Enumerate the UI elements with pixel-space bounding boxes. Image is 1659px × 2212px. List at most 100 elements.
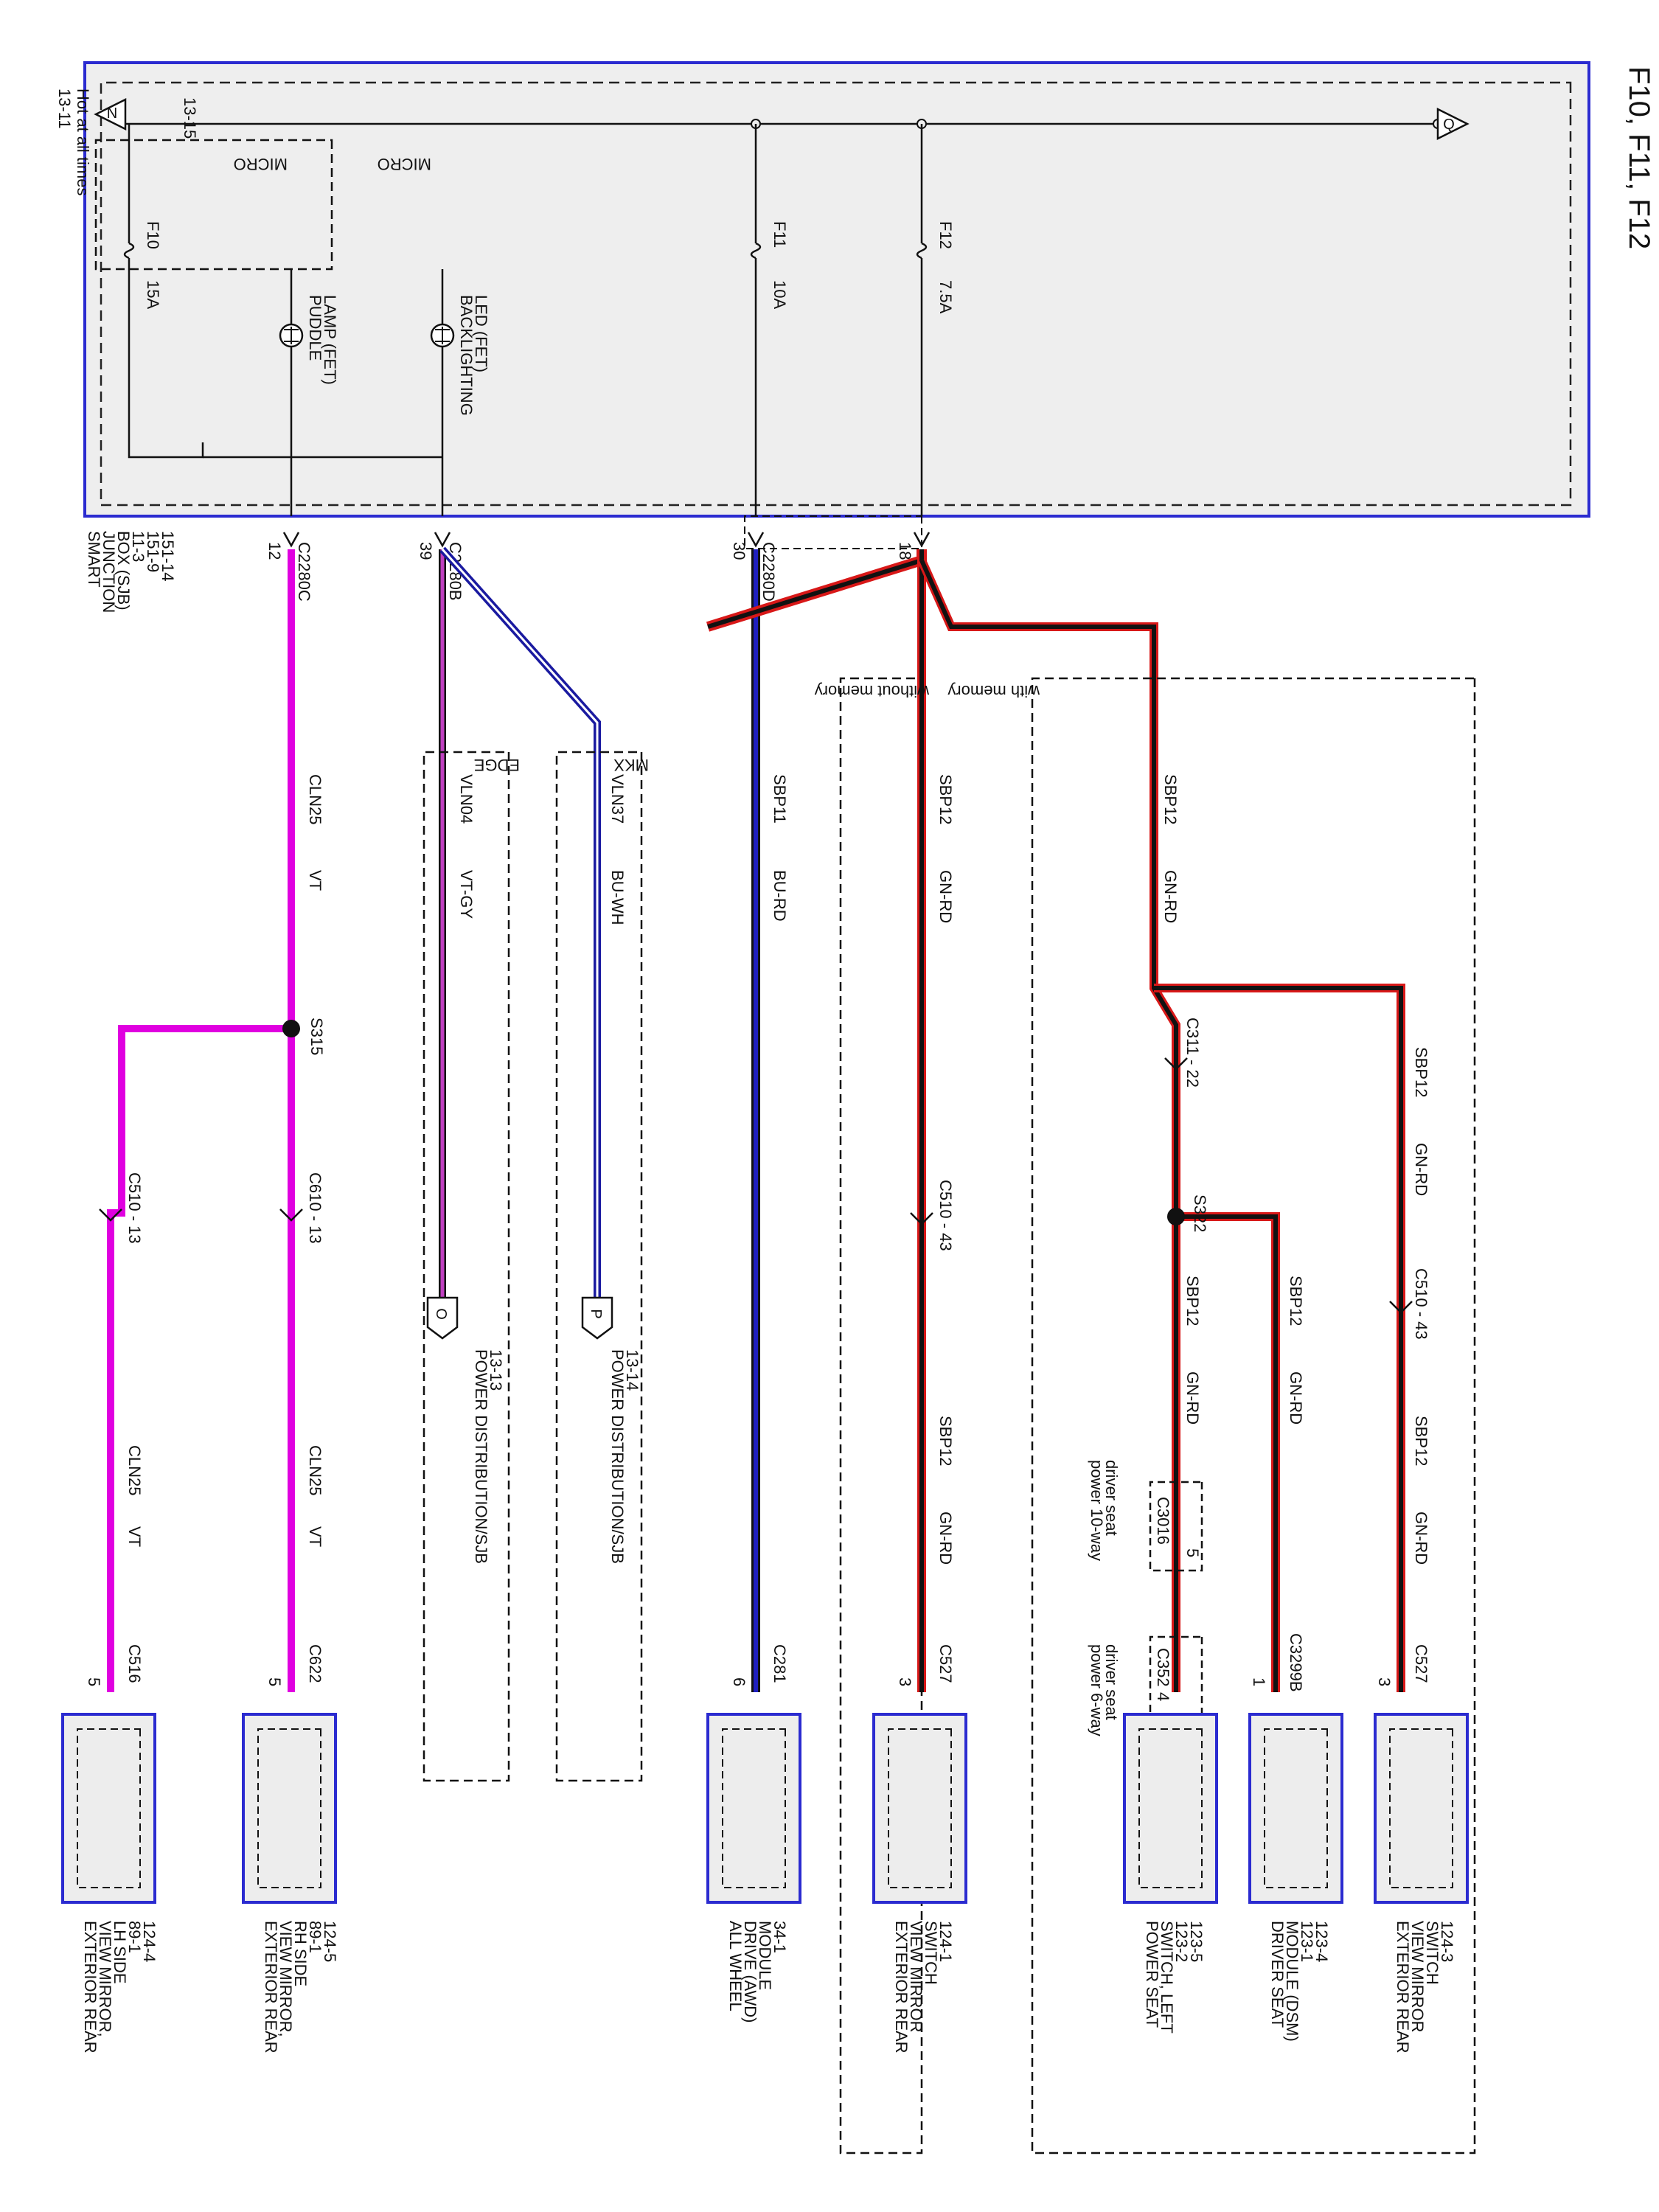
c610-13-label: C610 - 13 [306, 1172, 324, 1244]
c352-box [1149, 1635, 1203, 1727]
edge-label: EDGE [474, 756, 520, 774]
fuse-f11-name: F11 [771, 221, 789, 248]
with-memory-label: with memory [947, 682, 1040, 700]
c3299b-pin: 1 [1250, 1677, 1268, 1686]
fuse-f12-icon [916, 242, 928, 260]
page-title: F10, F11, F12 [1623, 66, 1655, 249]
puddle-lamp-label-1: PUDDLE [306, 295, 324, 361]
wire-sbp12-wo-2-label-2: GN-RD [936, 1512, 955, 1565]
ref-q-page: 13-15 [181, 97, 199, 139]
svg-text:EXTERIOR REAR: EXTERIOR REAR [892, 1921, 911, 2053]
svg-text:123-5: 123-5 [1187, 1921, 1206, 1962]
svg-text:SWITCH: SWITCH [922, 1921, 940, 1985]
c2280d-arrow-icon [747, 532, 765, 548]
svg-text:124-5: 124-5 [321, 1921, 339, 1962]
wire-cln25-main-label-2: VT [306, 870, 324, 891]
svg-text:11-3: 11-3 [129, 531, 147, 562]
svg-text:LH SIDE: LH SIDE [111, 1921, 129, 1984]
with-memory-box [1031, 677, 1476, 2154]
svg-text:VIEW MIRROR: VIEW MIRROR [1408, 1921, 1427, 2033]
fuse-f11-rating: 10A [771, 280, 789, 309]
wire-sbp12-with-memory [917, 558, 1405, 1692]
without-memory-label: without memory [815, 682, 930, 700]
wire-sbp11-label-1: SBP11 [771, 774, 789, 824]
mirror-lh-box [61, 1713, 156, 1904]
wire-cln25-lh-label-1: CLN25 [125, 1445, 144, 1495]
c527-pin-b: 3 [1375, 1677, 1394, 1686]
wire-sbp12-wm-5-label-1: SBP12 [1412, 1416, 1430, 1467]
svg-text:BOX (SJB): BOX (SJB) [114, 531, 133, 611]
ref-p-label: POWER DISTRIBUTION/SJB [608, 1349, 627, 1564]
fuse-f12-name: F12 [936, 221, 955, 249]
svg-text:VIEW MIRROR,: VIEW MIRROR, [276, 1921, 295, 2037]
mirror-switch-3-box [1374, 1713, 1469, 1904]
wire-vln04-label-1: VLN04 [457, 774, 476, 824]
svg-text:VIEW MIRROR: VIEW MIRROR [907, 1921, 925, 2033]
svg-text:P: P [588, 1309, 604, 1318]
awd-box [706, 1713, 801, 1904]
wire-sbp12-wm-2-label-2: GN-RD [1412, 1143, 1430, 1196]
backlighting-label-1: BACKLIGHTING [457, 295, 476, 416]
wire-cln25-rh-label-1: CLN25 [306, 1445, 324, 1495]
svg-text:89-1: 89-1 [125, 1921, 144, 1953]
smart-junction-box: N Hot at all times 13-11 Q 13-15 F10 15A… [55, 61, 1590, 518]
c516-pin: 5 [85, 1677, 103, 1686]
svg-text:MODULE: MODULE [756, 1921, 774, 1990]
wire-sbp12-wm-1-label-2: GN-RD [1161, 870, 1180, 923]
diagram-layer: F10, F11, F12 N Hot at all times 13-11 Q… [0, 61, 1655, 2154]
wire-sbp12-wm-5-label-2: GN-RD [1412, 1512, 1430, 1565]
svg-text:89-1: 89-1 [306, 1921, 324, 1953]
c3016-box [1149, 1481, 1203, 1572]
edge-option-box [422, 751, 510, 1782]
ref-n-page: 13-11 [55, 88, 74, 129]
s315-label: S315 [307, 1018, 326, 1055]
c311-22-arrow-icon [1164, 1057, 1188, 1071]
svg-text:EXTERIOR REAR: EXTERIOR REAR [81, 1921, 100, 2053]
svg-text:VIEW MIRROR,: VIEW MIRROR, [96, 1921, 114, 2037]
power-10way-label-2: driver seat [1102, 1460, 1121, 1536]
svg-text:EXTERIOR REAR: EXTERIOR REAR [262, 1921, 280, 2053]
wire-sbp12-wm-4-label-2: GN-RD [1287, 1371, 1305, 1425]
wire-vln37-label-1: VLN37 [608, 774, 627, 824]
fuse-f10-icon [123, 242, 135, 260]
c622-pin: 5 [265, 1677, 284, 1686]
svg-text:124-1: 124-1 [936, 1921, 955, 1962]
mirror-rh-box [242, 1713, 337, 1904]
wire-cln25-main-label-1: CLN25 [306, 774, 324, 824]
c352-pin: 4 [1154, 1692, 1172, 1701]
without-memory-box [839, 677, 923, 2154]
svg-text:DRIVE (AWD): DRIVE (AWD) [741, 1921, 759, 2023]
ref-o-label: POWER DISTRIBUTION/SJB [472, 1349, 490, 1564]
c3299b-label: C3299B [1287, 1633, 1305, 1692]
pin-18-label: 18 [896, 542, 914, 560]
fuse-f11-icon [750, 242, 762, 260]
c527-label-a: C527 [936, 1644, 955, 1683]
micro-label-1: MICRO [234, 155, 288, 173]
c2280b-arrow-icon [434, 532, 451, 548]
ref-p-icon: P [581, 1296, 613, 1340]
fuse-f12-rating: 7.5A [936, 280, 955, 314]
wire-sbp11-label-2: BU-RD [771, 870, 789, 922]
c527-label-b: C527 [1412, 1644, 1430, 1683]
c2280d-label: C2280D [759, 542, 778, 602]
fuse-f10-rating: 15A [144, 280, 162, 309]
dsm-label: DRIVER SEAT MODULE (DSM) 123-1 123-4 [1268, 1921, 1331, 2042]
svg-text:34-1: 34-1 [771, 1921, 789, 1953]
hot-label: Hot at all times [74, 88, 92, 196]
wire-sbp12-wm-1-label-1: SBP12 [1161, 774, 1180, 825]
mirror-switch-1-label: EXTERIOR REAR VIEW MIRROR SWITCH 124-1 [892, 1921, 955, 2053]
svg-text:SWITCH, LEFT: SWITCH, LEFT [1158, 1921, 1176, 2034]
svg-text:151-9: 151-9 [144, 531, 162, 572]
svg-text:ALL WHEEL: ALL WHEEL [726, 1921, 745, 2011]
mirror-switch-1-box [872, 1713, 967, 1904]
s322-label: S322 [1191, 1194, 1209, 1232]
svg-text:151-14: 151-14 [159, 531, 177, 582]
c510-13-label-a: C510 - 13 [125, 1172, 144, 1244]
wire-cln25-lh-label-2: VT [125, 1526, 144, 1547]
wire-sbp12-wo-1-label-1: SBP12 [936, 774, 955, 825]
s315-splice [282, 1020, 300, 1037]
c2280d-pin: 30 [730, 542, 748, 560]
c510-43-arrow-icon-b [1389, 1301, 1413, 1314]
c516-label: C516 [125, 1644, 144, 1683]
